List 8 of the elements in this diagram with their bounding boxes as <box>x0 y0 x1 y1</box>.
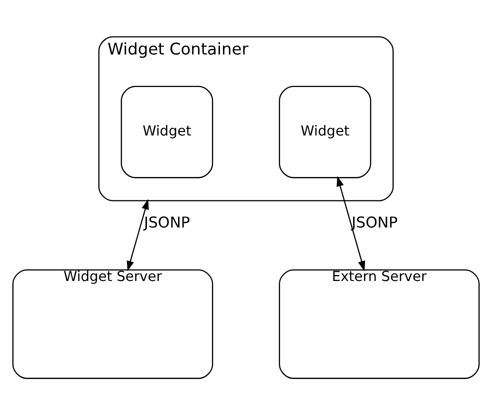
node-box: Widget <box>278 86 372 178</box>
arrow <box>336 176 366 272</box>
edge-label: JSONP <box>144 214 190 232</box>
node-box: Extern Server <box>278 269 480 379</box>
edge-label: JSONP <box>352 214 398 232</box>
node-box: Widget Server <box>12 269 214 379</box>
node-box: Widget <box>120 86 214 178</box>
arrow <box>126 199 149 272</box>
